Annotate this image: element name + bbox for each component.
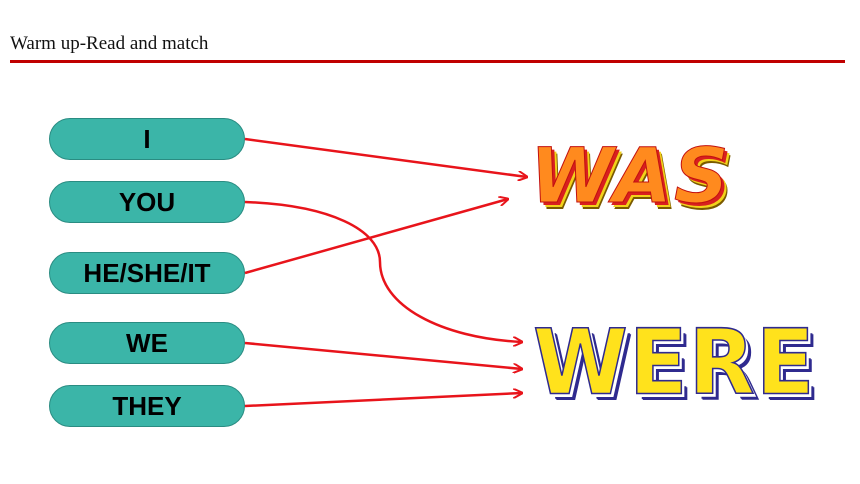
page-title: Warm up-Read and match	[10, 33, 209, 54]
pronoun-we-button[interactable]: WE	[49, 322, 245, 364]
arrow-he-she-it-to-was	[244, 199, 508, 275]
title-divider	[10, 60, 845, 63]
answer-was-word[interactable]: WAS	[530, 131, 731, 220]
pronoun-i-button[interactable]: I	[49, 118, 245, 160]
arrow-you-to-were	[244, 200, 522, 342]
pronoun-he-she-it-button[interactable]: HE/SHE/IT	[49, 252, 245, 294]
arrow-i-to-was	[244, 137, 527, 177]
answer-were-word[interactable]: WERE	[532, 310, 816, 416]
pronoun-you-button[interactable]: YOU	[49, 181, 245, 223]
arrow-they-to-were	[244, 393, 522, 408]
arrow-we-to-were	[244, 341, 522, 369]
pronoun-they-button[interactable]: THEY	[49, 385, 245, 427]
